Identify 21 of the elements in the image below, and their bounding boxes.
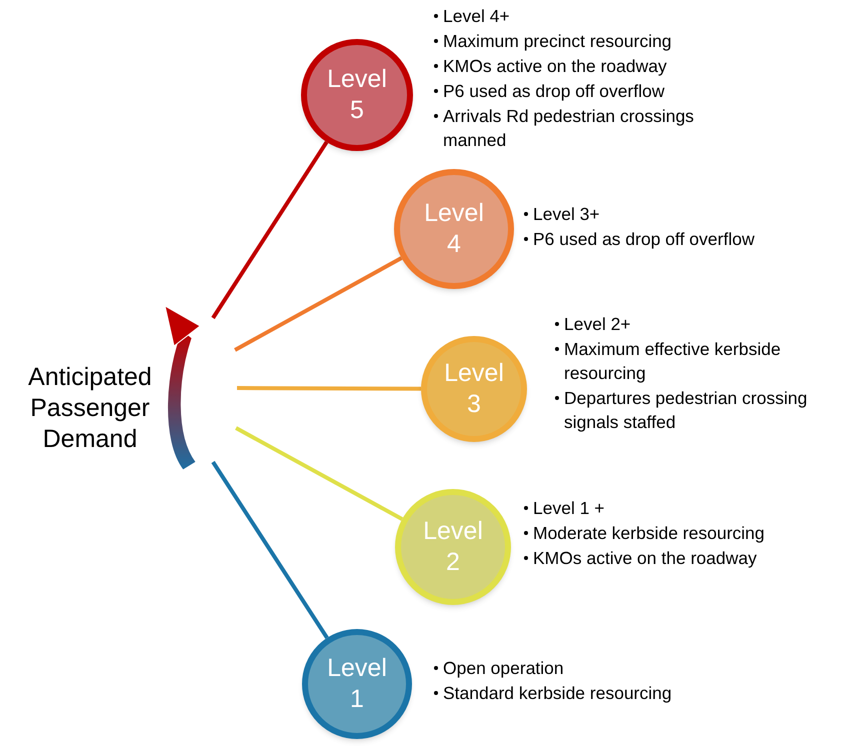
bullet-text: P6 used as drop off overflow [443,80,664,103]
bullet-text: KMOs active on the roadway [443,55,667,78]
connector-line [211,140,328,320]
axis-title: Anticipated Passenger Demand [8,362,172,455]
bullet-text: Departures pedestrian crossing signals staffed [564,387,808,434]
bullet-text: Level 3+ [533,203,600,226]
connector-line [235,426,404,521]
bullet-text: Level 1 + [533,497,605,520]
bullet-text: Open operation [443,657,564,680]
bullet-text: Maximum precinct resourcing [443,30,672,53]
connector-line [211,460,329,639]
bullet-text: P6 used as drop off overflow [533,228,754,251]
bullet-text: Level 4+ [443,5,510,28]
bullet-text: Maximum effective kerbside resourcing [564,338,782,385]
bullet-text: Level 2+ [564,313,631,336]
bullet-text: KMOs active on the roadway [533,547,757,570]
bullet-text: Arrivals Rd pedestrian crossings manned [443,105,695,152]
connector-line [236,386,421,391]
connector-line [234,256,402,352]
bullet-text: Standard kerbside resourcing [443,682,672,705]
bullet-text: Moderate kerbside resourcing [533,522,765,545]
